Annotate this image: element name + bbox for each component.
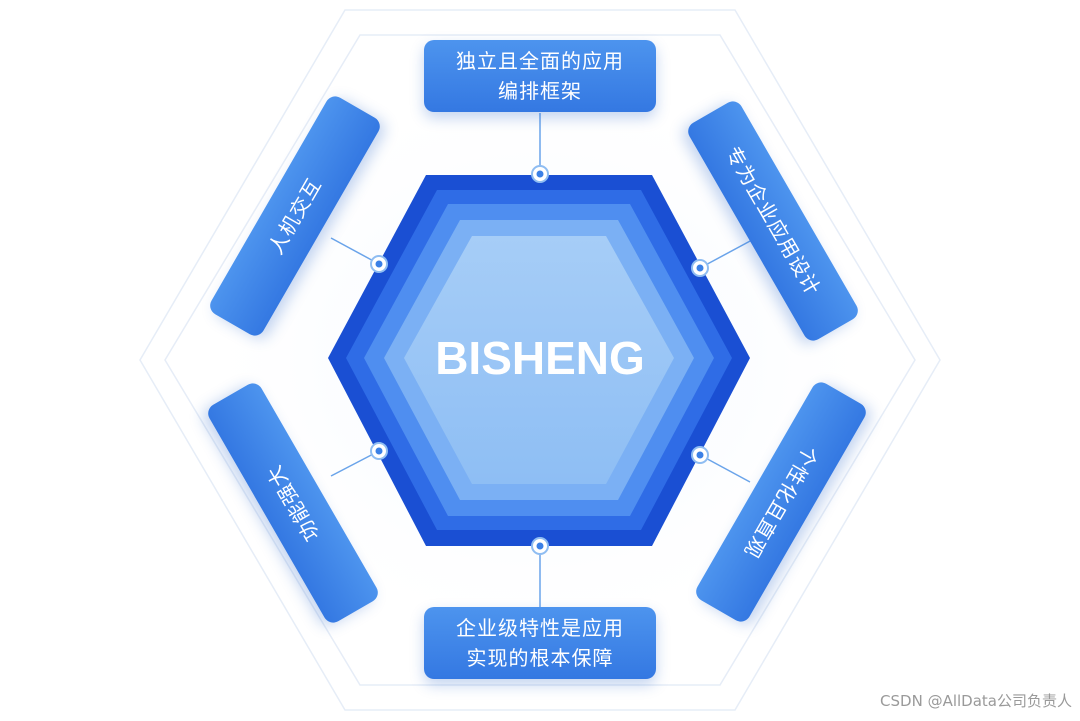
dot-upper-right: [691, 259, 709, 277]
background-frames: [139, 9, 941, 711]
connectors: [330, 113, 753, 607]
node-top-line2: 编排框架: [498, 79, 582, 103]
connector-upper-left: [330, 237, 380, 265]
connector-upper-right: [699, 239, 753, 269]
dot-lower-left: [370, 442, 388, 460]
dot-upper-left: [370, 255, 388, 273]
connector-lower-right: [699, 454, 751, 483]
connector-lower-left: [330, 450, 380, 477]
node-bottom: 企业级特性是应用 实现的根本保障: [424, 607, 656, 679]
dot-top: [531, 165, 549, 183]
dot-bottom: [531, 537, 549, 555]
watermark: CSDN @AllData公司负责人: [880, 692, 1072, 710]
dot-lower-right: [691, 446, 709, 464]
node-top-line1: 独立且全面的应用: [456, 49, 624, 73]
center-label: BISHENG: [435, 332, 645, 384]
node-top: 独立且全面的应用 编排框架: [424, 40, 656, 112]
connector-dots: [370, 165, 709, 555]
node-bottom-line2: 实现的根本保障: [466, 646, 614, 670]
center-hexagon: [328, 175, 750, 546]
node-bottom-line1: 企业级特性是应用: [456, 616, 624, 640]
